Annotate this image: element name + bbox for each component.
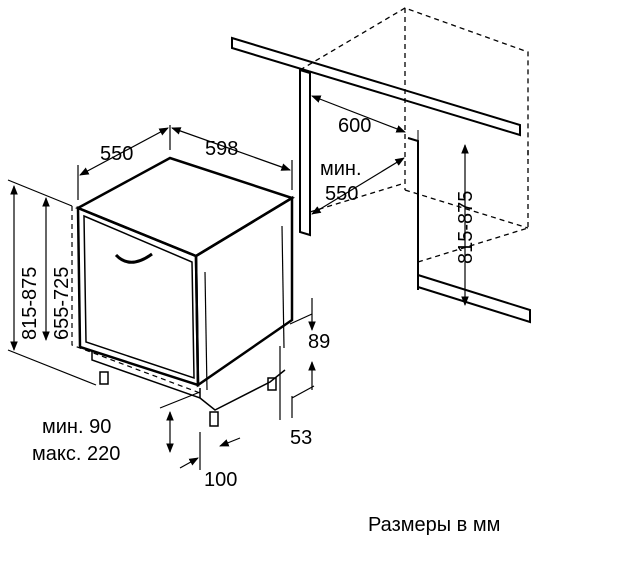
label-plinth-max: макс. 220 (32, 443, 120, 465)
label-plinth-bottom: 53 (290, 427, 312, 449)
dimension-depth: 550 (77, 125, 171, 200)
label-plinth-min: мин. 90 (42, 416, 111, 438)
label-niche-depth: 600 (338, 115, 371, 137)
dimension-niche-min-depth: мин. 550 (311, 157, 405, 215)
label-foot-offset: 100 (204, 469, 237, 491)
label-total-height: 815-875 (19, 267, 41, 340)
label-niche-min-word: мин. (320, 158, 362, 180)
label-niche-height: 815-875 (455, 191, 477, 264)
label-width: 598 (205, 138, 238, 160)
dimension-width: 598 (171, 127, 293, 190)
units-note: Размеры в мм (368, 514, 500, 536)
dishwasher (71, 156, 295, 427)
dimension-body-height: 655-725 (42, 197, 73, 341)
dimension-plinth-bottom: 53 (279, 346, 316, 449)
label-body-height: 655-725 (51, 267, 73, 340)
label-depth: 550 (100, 143, 133, 165)
label-plinth-top: 89 (308, 331, 330, 353)
dimension-total-height: 815-875 (7, 179, 97, 386)
label-niche-min-value: 550 (325, 183, 358, 205)
dimension-foot-offset: 100 (179, 432, 241, 491)
dimension-niche-height: 815-875 (455, 144, 477, 306)
dimension-niche-depth: 600 (311, 95, 406, 137)
dimension-plinth-top: 89 (289, 298, 330, 353)
dimension-plinth-range: мин. 90 макс. 220 (32, 391, 201, 465)
